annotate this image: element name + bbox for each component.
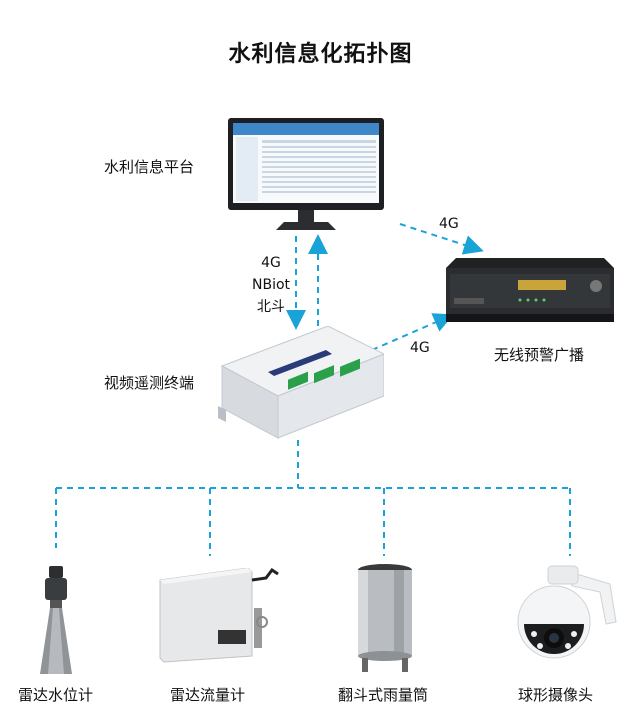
radar-flow-label: 雷达流量计	[170, 686, 246, 704]
broadcast-label: 无线预警广播	[494, 346, 585, 364]
link-terminal-to-broadcast	[371, 313, 454, 351]
radar-flow-meter-icon	[156, 567, 288, 668]
platform-label: 水利信息平台	[104, 158, 195, 176]
telemetry-terminal-icon	[218, 325, 386, 450]
radar-level-gauge-icon	[36, 566, 76, 682]
rain-gauge-label: 翻斗式雨量筒	[338, 686, 429, 704]
link-label-platform-broadcast: 4G	[439, 216, 459, 232]
monitor-icon	[228, 118, 388, 238]
terminal-label: 视频遥测终端	[104, 374, 195, 392]
page-title: 水利信息化拓扑图	[228, 42, 413, 67]
rack-broadcast-icon	[446, 258, 614, 342]
dome-camera-label: 球形摄像头	[518, 686, 594, 704]
radar-level-label: 雷达水位计	[18, 686, 94, 704]
link-label-platform-terminal: 4G NBiot 北斗	[252, 255, 291, 315]
link-platform-to-broadcast	[399, 223, 484, 255]
tipping-bucket-rain-gauge-icon	[354, 562, 416, 678]
dome-camera-icon	[514, 562, 620, 678]
link-label-terminal-broadcast: 4G	[410, 340, 430, 356]
